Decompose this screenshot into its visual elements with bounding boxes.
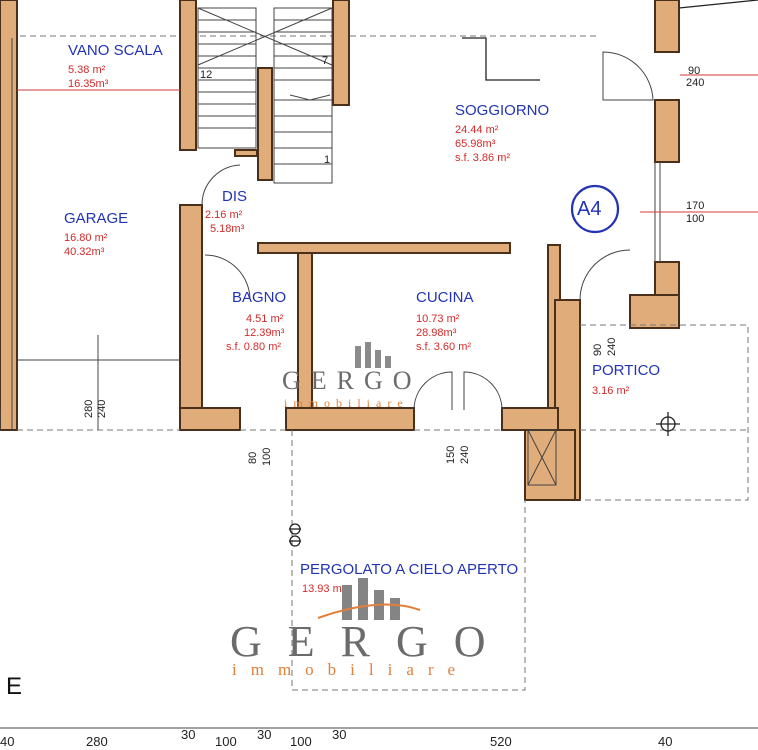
room-area-garage: 16.80 m² <box>64 232 108 244</box>
room-area-vano-scala: 5.38 m² <box>68 64 106 76</box>
room-volume-cucina: 28.98m³ <box>416 327 457 339</box>
soggiorno-door-swing <box>602 51 654 101</box>
bagno-window-width: 80 <box>247 451 259 464</box>
room-sf-bagno: s.f. 0.80 m² <box>226 341 282 353</box>
watermark-sub-small: immobiliare <box>284 396 409 410</box>
wall-top-left <box>179 0 197 151</box>
wall-right-upper <box>654 99 680 163</box>
room-area-bagno: 4.51 m² <box>246 313 284 325</box>
room-volume-bagno: 12.39m³ <box>244 327 285 339</box>
soggiorno-door-width: 90 <box>688 65 701 77</box>
soggiorno-door-height: 240 <box>686 77 705 89</box>
room-area-cucina: 10.73 m² <box>416 313 460 325</box>
bottom-dim-1: 40 <box>0 734 15 749</box>
room-volume-soggiorno: 65.98m³ <box>455 138 496 150</box>
wall-bottom-1 <box>179 407 241 431</box>
room-sf-cucina: s.f. 3.60 m² <box>416 341 472 353</box>
room-name-soggiorno: SOGGIORNO <box>455 102 550 119</box>
watermark-logo-small <box>355 342 391 368</box>
soggiorno-window-height: 100 <box>686 213 705 225</box>
room-volume-dis: 5.18m³ <box>210 223 245 235</box>
room-name-pergolato: PERGOLATO A CIELO APERTO <box>300 561 519 578</box>
unit-tag: A4 <box>577 198 602 220</box>
wall-bottom-4 <box>524 429 576 501</box>
bottom-dim-2: 280 <box>86 734 108 749</box>
room-name-cucina: CUCINA <box>416 289 474 306</box>
cucina-door-right <box>463 371 503 411</box>
portico-door-width: 90 <box>592 343 604 356</box>
bottom-dim-5: 30 <box>257 727 272 742</box>
garage-door-width: 280 <box>83 399 95 418</box>
orientation-letter: E <box>6 673 23 700</box>
room-name-vano-scala: VANO SCALA <box>68 42 163 59</box>
watermark-logo-large <box>342 578 400 620</box>
bottom-dim-3: 30 <box>181 727 196 742</box>
watermark-name-large: GERGO <box>230 617 512 666</box>
bottom-dim-9: 40 <box>658 734 673 749</box>
dis-door-swing <box>201 164 241 206</box>
watermark-name-small: GERGO <box>282 366 422 395</box>
stair-treads <box>197 7 333 184</box>
room-sf-soggiorno: s.f. 3.86 m² <box>455 152 511 164</box>
cucina-door-left <box>413 371 453 411</box>
wall-bottom-3 <box>501 407 559 431</box>
soggiorno-window-width: 170 <box>686 200 705 212</box>
portico-door-height: 240 <box>606 337 618 356</box>
wall-stair-top <box>332 0 350 106</box>
bottom-dim-6: 100 <box>290 734 312 749</box>
stair-number-12: 12 <box>200 69 213 81</box>
cucina-door-width: 150 <box>445 445 457 464</box>
stair-number-1: 1 <box>324 154 331 166</box>
wall-right-step <box>629 294 680 329</box>
room-area-portico: 3.16 m² <box>592 385 630 397</box>
watermark-sub-large: immobiliare <box>232 660 470 679</box>
bottom-dim-7: 30 <box>332 727 347 742</box>
portico-door-swing <box>579 249 631 301</box>
room-volume-vano-scala: 16.35m³ <box>68 78 109 90</box>
pergola-post <box>289 523 301 547</box>
wall-left <box>0 0 18 431</box>
stair-number-7: 7 <box>322 55 329 67</box>
room-name-portico: PORTICO <box>592 362 661 379</box>
cucina-door-height: 240 <box>459 445 471 464</box>
wall-top-right <box>654 0 680 53</box>
room-volume-garage: 40.32m³ <box>64 246 105 258</box>
room-name-bagno: BAGNO <box>232 289 287 306</box>
room-name-dis: DIS <box>222 188 248 205</box>
unit-tag-circle <box>570 184 620 234</box>
wall-stub <box>234 149 258 157</box>
bagno-door-swing <box>204 254 251 301</box>
room-area-soggiorno: 24.44 m² <box>455 124 499 136</box>
wall-garage-dis <box>179 204 203 431</box>
portico-post <box>656 412 680 436</box>
bottom-dim-8: 520 <box>490 734 512 749</box>
room-name-garage: GARAGE <box>64 210 129 227</box>
garage-door-height: 240 <box>96 399 108 418</box>
wall-interior-h <box>257 242 511 254</box>
bagno-window-height: 100 <box>261 447 273 466</box>
wall-bottom-2 <box>285 407 415 431</box>
room-area-pergolato: 13.93 m <box>302 583 342 595</box>
bottom-dim-4: 100 <box>215 734 237 749</box>
wall-stair-core <box>257 67 273 181</box>
room-area-dis: 2.16 m² <box>205 209 243 221</box>
